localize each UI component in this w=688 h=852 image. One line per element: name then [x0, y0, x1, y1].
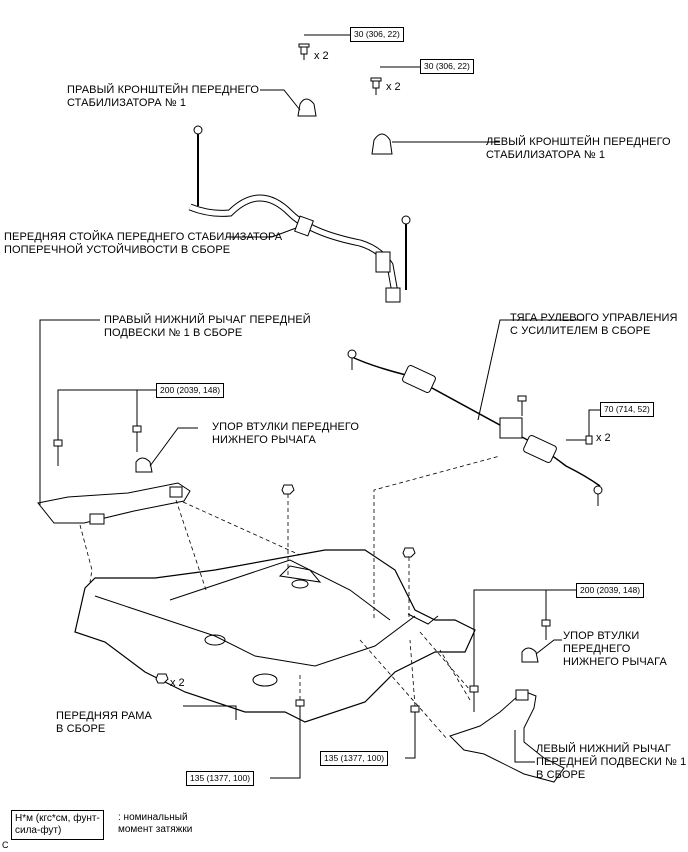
quantity-bracket-right: x 2 [314, 50, 329, 62]
legend-description: : номинальный момент затяжки [118, 812, 193, 835]
torque-box-arm-left: 200 (2039, 148) [576, 583, 645, 598]
right-stabilizer-bracket [297, 98, 317, 117]
legend-unit-box: Н*м (кгс*см, фунт- сила-фут) [11, 810, 104, 840]
quantity-steering: x 2 [596, 432, 611, 444]
alignment-lines [79, 455, 501, 741]
label-left-lower-arm: ЛЕВЫЙ НИЖНИЙ РЫЧАГ ПЕРЕДНЕЙ ПОДВЕСКИ № 1… [536, 743, 687, 781]
label-bushing-stopper-right: УПОР ВТУЛКИ ПЕРЕДНЕГО НИЖНЕГО РЫЧАГА [212, 421, 360, 446]
bushing-stopper-left [521, 647, 539, 663]
label-front-frame: ПЕРЕДНЯЯ РАМА В СБОРЕ [56, 710, 152, 735]
torque-box-bracket-right: 30 (306, 22) [350, 27, 404, 42]
label-stabilizer-bar: ПЕРЕДНЯЯ СТОЙКА ПЕРЕДНЕГО СТАБИЛИЗАТОРА … [4, 231, 283, 256]
torque-box-bracket-left: 30 (306, 22) [420, 59, 474, 74]
frame-bolt-left [410, 705, 420, 736]
right-arm-bolt-2 [132, 425, 142, 452]
bracket-bolt-right [298, 43, 310, 60]
steering-rack [347, 349, 603, 506]
quantity-frame-nut: x 2 [170, 677, 185, 689]
right-lower-arm [37, 482, 191, 525]
corner-mark: C [2, 840, 9, 850]
torque-box-frame-center: 135 (1377, 100) [186, 771, 255, 786]
stabilizer-bar [188, 125, 411, 303]
steering-bolt [566, 435, 593, 445]
label-right-stabilizer-bracket: ПРАВЫЙ КРОНШТЕЙН ПЕРЕДНЕГО СТАБИЛИЗАТОРА… [67, 84, 260, 109]
frame-nut-left [155, 673, 169, 684]
left-lower-arm [449, 689, 565, 783]
front-frame [74, 549, 476, 723]
quantity-bracket-left: x 2 [386, 81, 401, 93]
label-bushing-stopper-left: УПОР ВТУЛКИ ПЕРЕДНЕГО НИЖНЕГО РЫЧАГА [563, 630, 667, 668]
label-right-lower-arm: ПРАВЫЙ НИЖНИЙ РЫЧАГ ПЕРЕДНЕЙ ПОДВЕСКИ № … [104, 314, 311, 339]
torque-box-frame-left: 135 (1377, 100) [320, 751, 389, 766]
left-stabilizer-bracket [371, 133, 393, 155]
label-left-stabilizer-bracket: ЛЕВЫЙ КРОНШТЕЙН ПЕРЕДНЕГО СТАБИЛИЗАТОРА … [486, 136, 671, 161]
bushing-stopper-right [135, 457, 153, 473]
torque-box-steering: 70 (714, 52) [600, 402, 654, 417]
right-arm-bolt-1 [53, 439, 63, 466]
left-arm-bolt-2 [541, 619, 551, 640]
left-arm-bolt-1 [469, 685, 479, 712]
label-steering-link: ТЯГА РУЛЕВОГО УПРАВЛЕНИЯ С УСИЛИТЕЛЕМ В … [510, 312, 678, 337]
frame-nut-right [402, 547, 416, 558]
bracket-bolt-left [370, 77, 382, 95]
frame-nut-top [281, 484, 295, 495]
torque-box-arm-right: 200 (2039, 148) [156, 383, 225, 398]
